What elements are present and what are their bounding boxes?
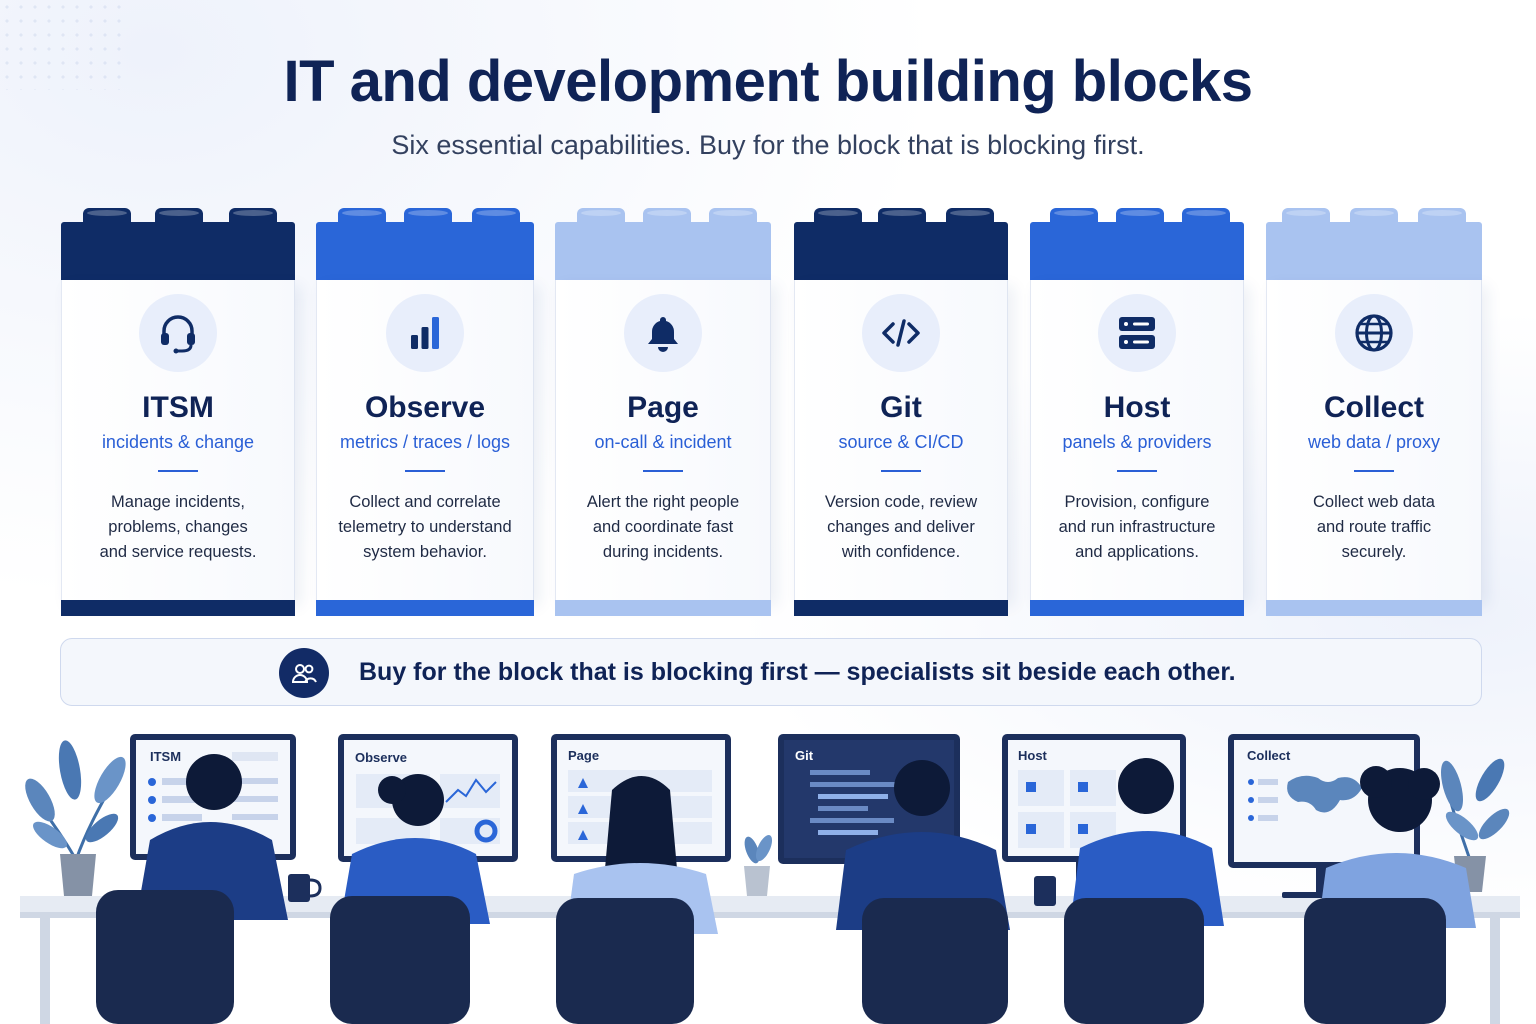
person-6 [1304,766,1476,1024]
mug-right [1034,876,1056,906]
block-tag: panels & providers [1062,432,1212,452]
block-tag: web data / proxy [1307,432,1441,452]
svg-text:Observe: Observe [355,750,407,765]
svg-text:ITSM: ITSM [150,749,181,764]
svg-text:Collect: Collect [1247,748,1291,763]
person-2 [330,774,490,1024]
page-title: IT and development building blocks [283,49,1253,114]
plant-left [25,740,126,896]
block-tag: metrics / traces / logs [339,432,511,452]
banner-text: Buy for the block that is blocking first… [359,658,1236,686]
block-title: Collect [1323,391,1425,424]
svg-text:Page: Page [568,748,599,763]
block-title: Page [627,391,699,424]
code-icon [862,294,940,372]
block-collect: Collect web data / proxy Collect web dat… [1266,208,1482,616]
block-host: Host panels & providers Provision, confi… [1030,208,1244,616]
callout-banner: Buy for the block that is blocking first… [60,638,1482,706]
svg-text:Git: Git [795,748,814,763]
plant-center [744,835,773,896]
office-scene: ITSM Observe Page Git [20,734,1520,1024]
mug-left [288,874,322,902]
block-title: Git [880,391,922,424]
team-icon [279,648,329,698]
block-itsm: ITSM incidents & change Manage incidents… [61,208,295,616]
block-title: ITSM [142,391,214,424]
svg-text:Host: Host [1018,748,1048,763]
block-title: Observe [364,391,486,424]
globe-icon [1335,294,1413,372]
person-3 [556,776,718,1024]
headset-icon [139,294,217,372]
person-1 [96,754,288,1024]
block-tag: on-call & incident [594,432,732,452]
block-tag: source & CI/CD [838,432,964,452]
block-tag: incidents & change [101,432,255,452]
bell-icon [624,294,702,372]
dot-pattern [0,0,130,90]
plant-right [1441,758,1510,892]
person-4 [836,760,1010,1024]
bar-chart-icon [386,294,464,372]
block-title: Host [1103,391,1171,424]
server-icon [1098,294,1176,372]
block-observe: Observe metrics / traces / logs Collect … [316,208,534,616]
block-page: Page on-call & incident Alert the right … [555,208,771,616]
page-subtitle: Six essential capabilities. Buy for the … [391,130,1145,160]
person-5 [1064,758,1224,1024]
